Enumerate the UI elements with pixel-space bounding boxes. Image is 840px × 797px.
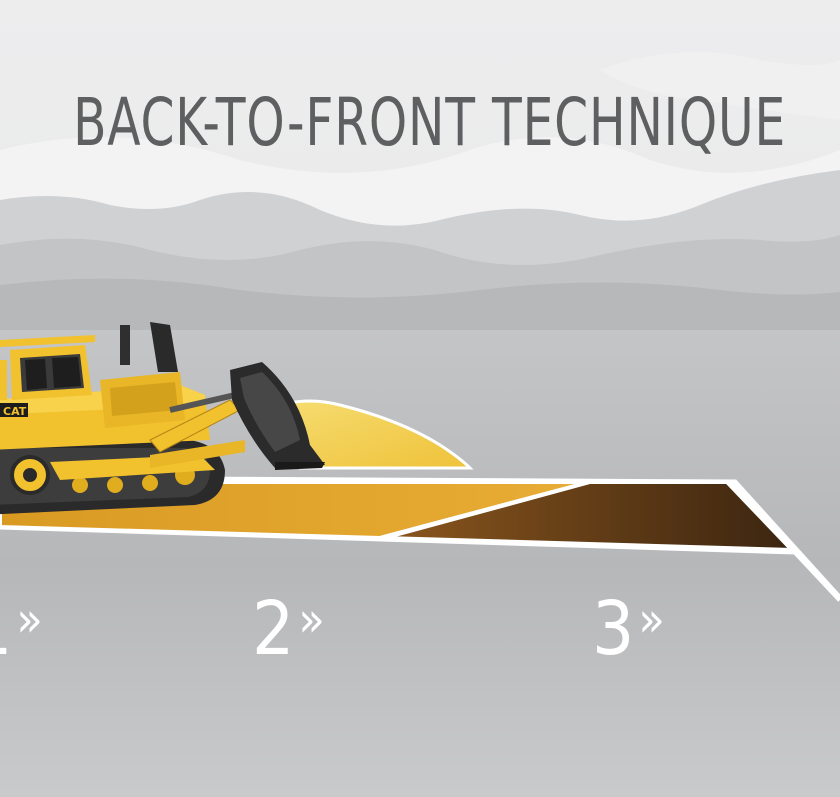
- step-1-label: 1»: [0, 575, 43, 672]
- step-2-chevron-icon: »: [298, 592, 325, 648]
- cat-badge: CAT: [3, 405, 27, 418]
- step-3-number: 3: [592, 586, 635, 672]
- step-3-chevron-icon: »: [638, 592, 665, 648]
- step-2-label: 2»: [252, 575, 325, 672]
- diagram-title: BACK-TO-FRONT TECHNIQUE: [73, 84, 787, 161]
- step-3-label: 3»: [592, 575, 665, 672]
- section-3: [383, 480, 797, 553]
- step-1-chevron-icon: »: [16, 592, 43, 648]
- step-1-number: 1: [0, 586, 12, 672]
- dozer-illustration: CAT: [0, 322, 325, 515]
- step-2-number: 2: [252, 586, 295, 672]
- material-pile: [267, 399, 474, 470]
